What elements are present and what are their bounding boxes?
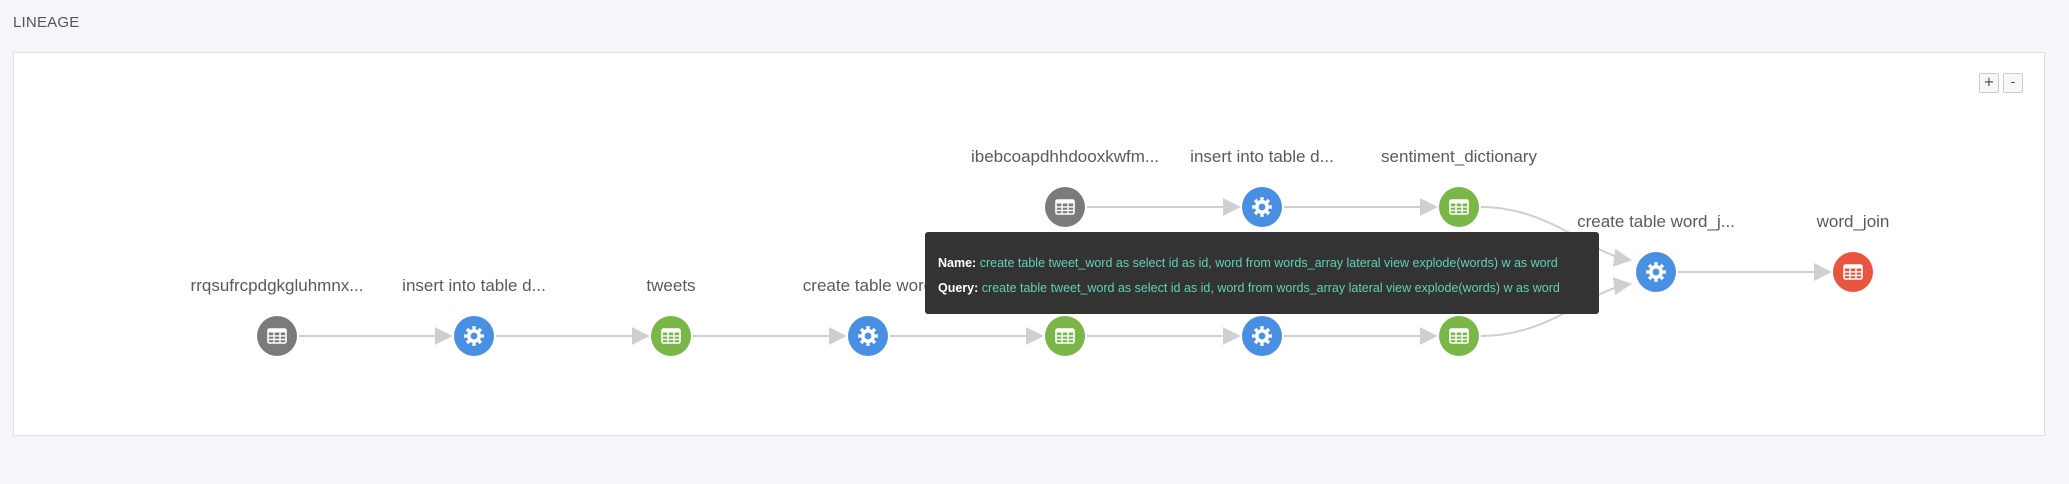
- lineage-node-n12[interactable]: word_join: [1816, 212, 1890, 294]
- lineage-node-n6[interactable]: [1240, 314, 1284, 358]
- zoom-in-button[interactable]: +: [1979, 73, 1999, 93]
- node-label-n3: tweets: [646, 276, 695, 295]
- node-label-n4: create table word: [803, 276, 933, 295]
- table-icon: [1449, 328, 1469, 344]
- zoom-out-button[interactable]: -: [2003, 73, 2023, 93]
- section-title: LINEAGE: [13, 14, 80, 31]
- lineage-node-n8[interactable]: ibebcoapdhhdooxkwfm...: [971, 147, 1159, 229]
- node-label-n12: word_join: [1816, 212, 1890, 231]
- node-label-n8: ibebcoapdhhdooxkwfm...: [971, 147, 1159, 166]
- lineage-node-n5[interactable]: [1043, 314, 1087, 358]
- tooltip-name-key: Name:: [938, 256, 977, 270]
- table-icon: [1449, 199, 1469, 215]
- tooltip-query-row: Query: create table tweet_word as select…: [938, 276, 1586, 301]
- lineage-node-n7[interactable]: [1437, 314, 1481, 358]
- node-label-n9: insert into table d...: [1190, 147, 1334, 166]
- gear-icon: [1646, 262, 1666, 282]
- table-icon: [1055, 328, 1075, 344]
- lineage-node-n9[interactable]: insert into table d...: [1190, 147, 1334, 229]
- lineage-node-n2[interactable]: insert into table d...: [402, 276, 546, 358]
- lineage-node-n11[interactable]: create table word_j...: [1577, 212, 1735, 294]
- gear-icon: [1252, 197, 1272, 217]
- edge-n10-n11: [1480, 206, 1632, 267]
- tooltip-query-key: Query:: [938, 281, 979, 295]
- node-label-n11: create table word_j...: [1577, 212, 1735, 231]
- lineage-node-n4[interactable]: create table word: [803, 276, 933, 358]
- tooltip-name-row: Name: create table tweet_word as select …: [938, 251, 1586, 276]
- node-tooltip: Name: create table tweet_word as select …: [925, 232, 1599, 314]
- tooltip-name-value: create table tweet_word as select id as …: [979, 256, 1558, 270]
- node-label-n10: sentiment_dictionary: [1381, 147, 1537, 166]
- lineage-node-n10[interactable]: sentiment_dictionary: [1381, 147, 1537, 229]
- table-icon: [1843, 264, 1863, 280]
- node-label-n1: rrqsufrcpdgkgluhmnx...: [191, 276, 364, 295]
- gear-icon: [464, 326, 484, 346]
- node-label-n2: insert into table d...: [402, 276, 546, 295]
- table-icon: [267, 328, 287, 344]
- gear-icon: [1252, 326, 1272, 346]
- gear-icon: [858, 326, 878, 346]
- table-icon: [661, 328, 681, 344]
- tooltip-query-value: create table tweet_word as select id as …: [981, 281, 1560, 295]
- lineage-node-n3[interactable]: tweets: [646, 276, 696, 358]
- table-icon: [1055, 199, 1075, 215]
- lineage-node-n1[interactable]: rrqsufrcpdgkgluhmnx...: [191, 276, 364, 358]
